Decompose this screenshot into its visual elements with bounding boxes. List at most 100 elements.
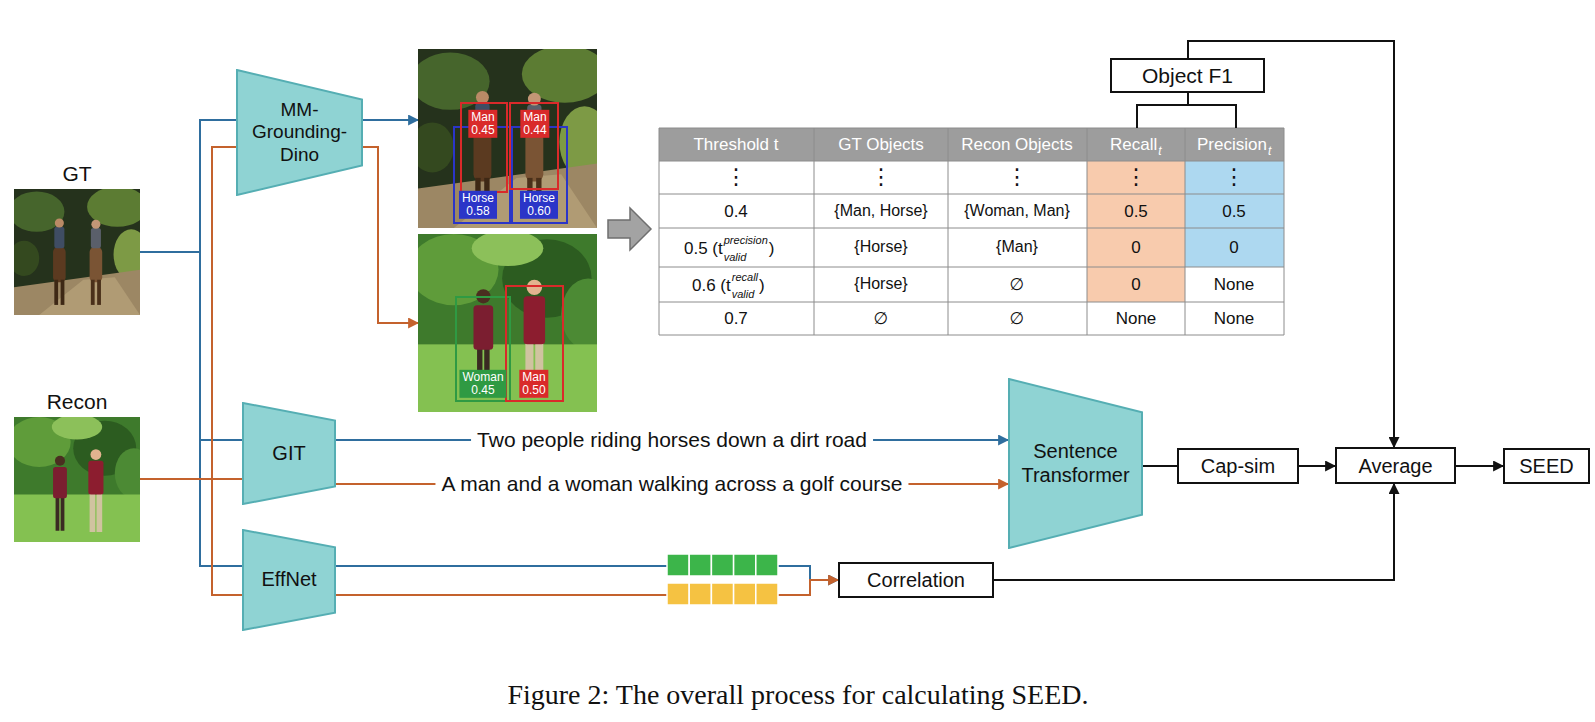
trapezoid-outline [243, 530, 335, 630]
connector [140, 479, 242, 595]
table-cell: None [1214, 310, 1255, 327]
table-cell: {Woman, Man} [964, 203, 1070, 219]
detection-label: Man 0.44 [520, 110, 549, 138]
bounding-box [456, 297, 510, 401]
table-cell: Recall [1110, 136, 1157, 153]
table-cell: valid [732, 289, 755, 300]
table-cell: ⋮ [1125, 166, 1147, 188]
table-cell: {Man} [996, 239, 1038, 255]
bounding-box [506, 286, 563, 401]
bounding-box [461, 103, 507, 192]
recon-photo [8, 415, 153, 543]
recon-detection-photo [409, 230, 615, 412]
trapezoid-outline [243, 403, 335, 504]
table-cell: Precision [1197, 136, 1267, 153]
table-header [659, 128, 1284, 161]
bounding-box [510, 103, 558, 189]
image-title: GT [14, 162, 140, 185]
input-image: Recon [14, 417, 140, 542]
box-label: SEED [1519, 454, 1573, 478]
model-trapezoid: GIT [242, 402, 336, 505]
table-cell: ) [759, 277, 765, 294]
model-trapezoid: EffNet [242, 529, 336, 631]
flow-chevron [608, 208, 651, 250]
model-trapezoid: Sentence Transformer [1008, 378, 1143, 549]
box-label: Average [1358, 454, 1432, 478]
model-name: GIT [272, 442, 305, 466]
trapezoid-outline [237, 70, 362, 195]
recall-cells [1087, 161, 1185, 302]
table-cell: ) [769, 240, 775, 257]
trapezoid-outline [1009, 379, 1142, 548]
edge-label: Two people riding horses down a dirt roa… [471, 428, 873, 452]
table-cell: {Man, Horse} [834, 203, 927, 219]
model-name: EffNet [261, 568, 316, 592]
vector-cell [756, 583, 778, 605]
gt-detection-photo [411, 45, 610, 228]
table-cell: 0.5 [1222, 203, 1246, 220]
table-grid [659, 128, 1284, 335]
box-label: Cap-sim [1201, 454, 1275, 478]
model-trapezoid: MM- Grounding- Dino [236, 69, 363, 196]
table-cell: 0.5 (t [684, 240, 723, 257]
model-name: MM- Grounding- Dino [252, 99, 347, 166]
metric-box: Cap-sim [1177, 448, 1299, 484]
table-cell: 0 [1131, 239, 1140, 256]
process-box: Average [1335, 447, 1456, 484]
table-cell: {Horse} [854, 276, 907, 292]
detection-label: Horse 0.58 [459, 191, 497, 219]
connector [1143, 465, 1177, 467]
connector [1456, 465, 1503, 467]
table-cell: 0.6 (t [692, 277, 731, 294]
connector [140, 252, 242, 566]
table-cell: ∅ [1010, 276, 1025, 293]
table-cell: 0.7 [724, 310, 748, 327]
table-cell: recall [732, 272, 758, 283]
table-cell: ∅ [1010, 310, 1025, 327]
metric-box: Correlation [838, 562, 994, 598]
detection-image: Man 0.45Man 0.44Horse 0.58Horse 0.60 [418, 49, 597, 228]
vector-cell [734, 583, 756, 605]
table-cell: ∅ [874, 310, 889, 327]
connector [140, 147, 236, 479]
vector-cell [667, 583, 689, 605]
vector-cell [756, 554, 778, 576]
table-cell: GT Objects [838, 136, 924, 153]
box-label: Object F1 [1142, 63, 1233, 88]
table-cell: precision [724, 235, 768, 246]
table-cell: 0 [1229, 239, 1238, 256]
vector-cell [689, 554, 711, 576]
edge-label: A man and a woman walking across a golf … [435, 472, 908, 496]
connector [1299, 465, 1335, 467]
table-cell: ⋮ [870, 166, 892, 188]
box-label: Correlation [867, 568, 965, 592]
detection-label: Woman 0.45 [459, 370, 506, 398]
gt-photo [9, 186, 149, 315]
table-cell: ⋮ [725, 166, 747, 188]
input-image: GT [14, 189, 140, 315]
vector-cell [689, 583, 711, 605]
table-cell: 0 [1131, 276, 1140, 293]
table-cell: 0.5 [1124, 203, 1148, 220]
metric-box: Object F1 [1110, 58, 1265, 93]
detection-image: Woman 0.45 Man 0.50 [418, 234, 597, 412]
vector-cell [734, 554, 756, 576]
connector [140, 252, 242, 440]
table-cell: ⋮ [1006, 166, 1028, 188]
bounding-box [454, 127, 512, 223]
connector [363, 119, 418, 121]
feature-vector [667, 554, 778, 605]
vector-cell [711, 554, 733, 576]
image-title: Recon [14, 390, 140, 413]
precision-cells [1185, 161, 1284, 267]
connector [140, 120, 236, 252]
vector-cell [667, 554, 689, 576]
table-cell: t [1158, 145, 1161, 157]
detection-label: Man 0.50 [519, 370, 548, 398]
model-name: Sentence Transformer [1021, 440, 1129, 487]
bracket [1137, 93, 1236, 128]
connector [363, 147, 418, 323]
vector-cell [711, 583, 733, 605]
output-box: SEED [1503, 448, 1590, 484]
table-cell: ⋮ [1223, 166, 1245, 188]
